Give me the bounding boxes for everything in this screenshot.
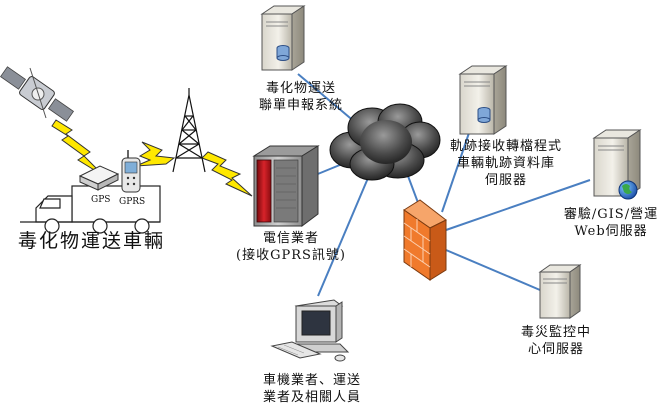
telecom-label-line2: (接收GPRS訊號) — [236, 248, 346, 263]
lightning-tower-left-icon — [135, 141, 176, 167]
manifest-server-label-line2: 聯單申報系統 — [258, 98, 343, 113]
web-server-icon — [592, 129, 642, 200]
gprs-tag: GPRS — [119, 197, 146, 207]
internet-cloud-icon — [329, 103, 441, 181]
monitor-server-label: 毒災監控中 心伺服器 — [506, 324, 606, 358]
truck-icon — [20, 185, 161, 234]
telecom-switch-icon — [252, 145, 320, 227]
link-lines — [297, 73, 591, 297]
satellite-icon — [0, 66, 75, 122]
track-server-label-line1: 軌跡接收轉檔程式 — [449, 139, 562, 154]
lightning-tower-right-icon — [201, 151, 253, 197]
telecom-label-line1: 電信業者 — [262, 231, 319, 246]
track-server-label-line2: 車輛軌跡資料庫 — [456, 156, 555, 171]
link-firewall-web — [445, 179, 591, 231]
telecom-label: 電信業者 (接收GPRS訊號) — [236, 230, 346, 264]
manifest-server-label-line1: 毒化物運送 — [265, 81, 336, 96]
firewall-icon — [403, 199, 447, 281]
workstation-icon — [270, 299, 350, 362]
operators-label-line1: 車機業者、運送 — [262, 373, 361, 388]
manifest-server-label: 毒化物運送 聯單申報系統 — [246, 80, 356, 114]
radio-tower-icon — [172, 88, 206, 173]
monitor-server-label-line2: 心伺服器 — [527, 342, 584, 357]
operators-label: 車機業者、運送 業者及相關人員 — [250, 372, 374, 406]
lightning-icons — [51, 119, 253, 197]
web-server-label-line2: Web伺服器 — [574, 224, 648, 239]
link-firewall-track — [441, 129, 471, 213]
lightning-satellite-icon — [51, 119, 105, 177]
manifest-server-icon — [260, 5, 306, 71]
gps-tag: GPS — [91, 195, 111, 205]
track-server-icon — [458, 65, 508, 135]
track-server-label: 軌跡接收轉檔程式 車輛軌跡資料庫 伺服器 — [436, 138, 576, 189]
web-server-label-line1: 審驗/GIS/營運 — [563, 207, 659, 222]
monitor-server-icon — [538, 264, 582, 319]
track-server-label-line3: 伺服器 — [484, 173, 527, 188]
gprs-phone-icon — [121, 150, 141, 193]
web-server-label: 審驗/GIS/營運 Web伺服器 — [556, 206, 666, 240]
link-firewall-monitor — [445, 249, 541, 291]
vehicle-label: 毒化物運送車輛 — [18, 230, 166, 252]
gps-device-icon — [78, 165, 120, 191]
link-cloud-operators — [317, 177, 369, 297]
operators-label-line2: 業者及相關人員 — [262, 390, 361, 405]
monitor-server-label-line1: 毒災監控中 — [520, 325, 591, 340]
